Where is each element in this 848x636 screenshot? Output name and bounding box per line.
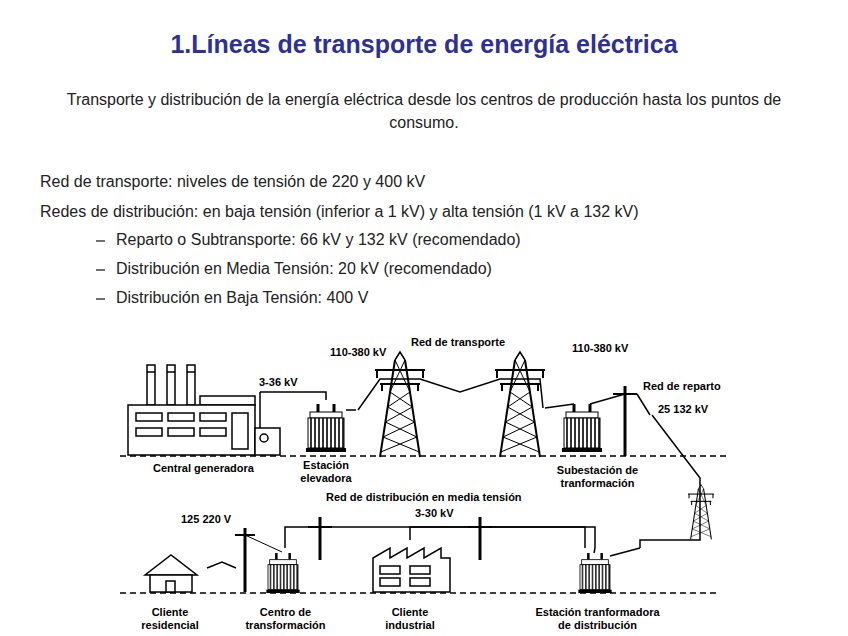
- power-plant: [255, 428, 280, 455]
- power-plant: [187, 371, 195, 373]
- house: [150, 575, 192, 592]
- pole-transformer: [266, 553, 299, 593]
- body-text: Redes de distribución: en baja tensión (…: [40, 202, 639, 222]
- component-figure: Cliente residencial: [133, 548, 207, 632]
- distribution-poles: [245, 535, 282, 552]
- body-text: Distribución en Media Tensión: 20 kV (re…: [116, 259, 492, 279]
- bullet-dashes: [96, 241, 105, 299]
- substation-transformer: [637, 394, 650, 415]
- page-title: 1.Líneas de transporte de energía eléctr…: [0, 30, 848, 59]
- component-figure: Estación elevadora: [294, 400, 358, 485]
- line-label: Red de transporte: [410, 336, 506, 349]
- power-line: [410, 527, 585, 548]
- factory: [373, 548, 450, 592]
- bullet-dashes: [96, 269, 105, 270]
- pole-transformer: [266, 553, 299, 593]
- power-plant: [187, 365, 195, 405]
- power-plant: [128, 405, 255, 455]
- line-label: 3-36 kV: [258, 376, 299, 389]
- distribution-poles: [319, 517, 322, 560]
- line-label: 125 220 V: [180, 513, 232, 526]
- substation-transformer: [590, 394, 625, 404]
- substation-transformer: [545, 404, 574, 408]
- substation-transformer: [613, 393, 637, 395]
- component-caption: Central generadora: [152, 462, 255, 475]
- body-text: Transporte y distribución de la energía …: [55, 88, 793, 134]
- sub-transmission-tower: [688, 485, 714, 540]
- voltage-label: 110-380 kV: [571, 342, 629, 355]
- factory: [380, 578, 400, 586]
- component-caption: Subestación de tranformación: [543, 464, 652, 490]
- distribution-transformer: [578, 553, 611, 593]
- ground-lines: [120, 456, 730, 593]
- power-line: [282, 392, 326, 400]
- factory: [373, 548, 450, 592]
- transmission-towers: [495, 352, 545, 457]
- distribution-poles: [479, 517, 482, 560]
- power-plant: [200, 396, 255, 405]
- power-plant: [136, 428, 162, 436]
- component-caption: Estación tranformadora de distribución: [528, 606, 667, 632]
- transmission-towers: [375, 352, 425, 457]
- distribution-transformer: [578, 553, 611, 593]
- body-text: Distribución en Baja Tensión: 400 V: [116, 288, 368, 308]
- power-plant: [259, 392, 261, 428]
- power-plant: [200, 428, 226, 436]
- power-plant: [147, 371, 155, 373]
- power-line: [358, 379, 543, 410]
- house: [145, 555, 197, 592]
- step-up-transformer: [306, 404, 356, 452]
- component-figure: Centro de transformación: [236, 548, 335, 632]
- body-text: Reparto o Subtransporte: 66 kV y 132 kV …: [116, 230, 521, 250]
- power-plant: [147, 365, 155, 405]
- power-plant: [200, 413, 226, 421]
- substation-transformer: [545, 386, 650, 456]
- sub-transmission-tower: [688, 485, 714, 540]
- transmission-towers: [375, 352, 545, 457]
- power-plant: [232, 413, 248, 449]
- voltage-label: 3-30 kV: [414, 507, 455, 520]
- component-caption: Estación elevadora: [294, 459, 358, 485]
- distribution-poles: [235, 517, 640, 592]
- house: [145, 555, 197, 575]
- line-label: Red de reparto: [642, 380, 722, 393]
- component-caption: Centro de transformación: [236, 606, 335, 632]
- step-up-transformer: [346, 409, 356, 411]
- power-plant: [168, 428, 194, 436]
- power-line: [285, 527, 595, 548]
- distribution-poles: [594, 548, 595, 553]
- bullet-dashes: [96, 240, 105, 241]
- component-caption: Cliente industrial: [368, 606, 452, 632]
- factory: [410, 566, 430, 574]
- power-plant: [168, 413, 194, 421]
- house: [166, 581, 175, 592]
- power-plant: [167, 371, 175, 373]
- voltage-label: 25 132 kV: [657, 403, 709, 416]
- line-label: Red de distribución en media tensión: [325, 491, 523, 504]
- component-figure: Cliente industrial: [368, 540, 452, 632]
- component-caption: Cliente residencial: [133, 606, 207, 632]
- power-line: [207, 562, 236, 568]
- factory: [380, 566, 400, 574]
- power-plant: [260, 391, 282, 393]
- distribution-poles: [610, 548, 640, 556]
- body-text: Red de transporte: niveles de tensión de…: [40, 172, 425, 192]
- power-plant: [260, 434, 268, 442]
- component-figure: Estación tranformadora de distribución: [528, 548, 667, 632]
- substation-transformer: [624, 386, 627, 456]
- factory: [410, 578, 430, 586]
- distribution-poles: [244, 528, 247, 592]
- substation-transformer: [562, 404, 602, 452]
- step-up-transformer: [306, 404, 346, 452]
- power-plant: [136, 413, 162, 421]
- component-figure: Subestación de tranformación: [543, 400, 652, 490]
- bullet-dashes: [96, 298, 105, 299]
- power-plant: [167, 365, 175, 405]
- voltage-label: 110-380 kV: [329, 346, 387, 359]
